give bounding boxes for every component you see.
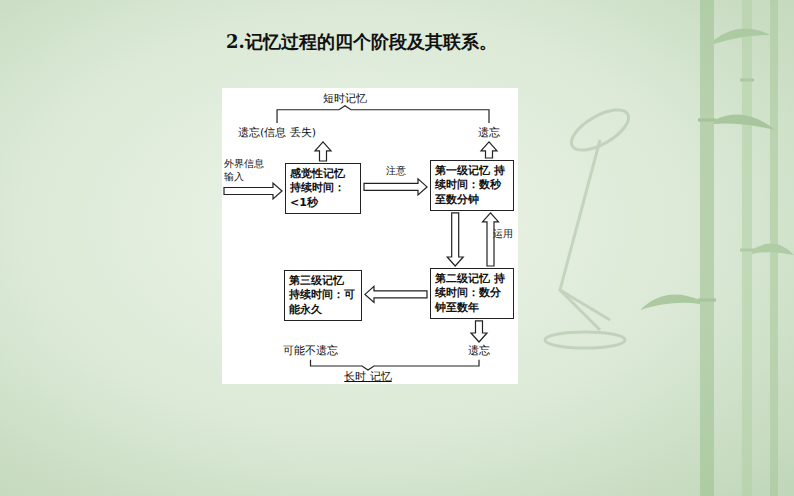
bamboo — [640, 0, 794, 496]
lamp-sketch — [545, 102, 635, 348]
annotation-label: 长时 记忆 — [344, 370, 392, 384]
slide-title: 2.记忆过程的四个阶段及其联系。 — [226, 30, 497, 54]
edge-label: 注意 — [386, 165, 406, 178]
arrow-shape — [483, 213, 499, 266]
hollow-arrow-connector — [447, 213, 463, 266]
annotation-label: 短时记忆 — [323, 92, 367, 106]
stage-text: 感觉性记忆 持续时间：<1秒 — [290, 167, 356, 210]
annotation-label: 遗忘(信息 丢失) — [238, 126, 316, 140]
long-term-bracket — [311, 360, 480, 370]
memory-stage-box: 第三级记忆 持续时间：可能永久 — [284, 270, 362, 321]
annotation-label: 外界信息输入 — [224, 158, 264, 183]
input-arrow — [224, 183, 282, 199]
hollow-arrow-connector — [365, 286, 427, 302]
annotation-label: 遗忘 — [468, 344, 490, 358]
hollow-arrow-connector — [364, 179, 427, 195]
memory-stage-box: 第二级记忆 持续时间：数分钟至数年 — [430, 268, 514, 319]
arrow-shape — [365, 286, 427, 302]
forget-arrow — [481, 142, 497, 158]
stage-text: 第三级记忆 持续时间：可能永久 — [289, 274, 357, 317]
annotation-label: 可能不遗忘 — [283, 344, 338, 358]
memory-stage-box: 感觉性记忆 持续时间：<1秒 — [285, 163, 361, 214]
arrow-shape — [447, 213, 463, 266]
forget-arrow — [471, 321, 487, 342]
memory-stage-box: 第一级记忆 持续时间：数秒至数分钟 — [430, 160, 514, 211]
forget-arrow — [315, 142, 331, 161]
stage-text: 第一级记忆 持续时间：数秒至数分钟 — [435, 164, 509, 207]
short-term-bracket — [277, 106, 489, 123]
arrow-shape — [364, 179, 427, 195]
hollow-arrow-connector — [483, 213, 499, 266]
stage-text: 第二级记忆 持续时间：数分钟至数年 — [435, 272, 509, 315]
annotation-label: 遗忘 — [478, 126, 500, 140]
annotation-label: 运用 — [493, 228, 513, 241]
